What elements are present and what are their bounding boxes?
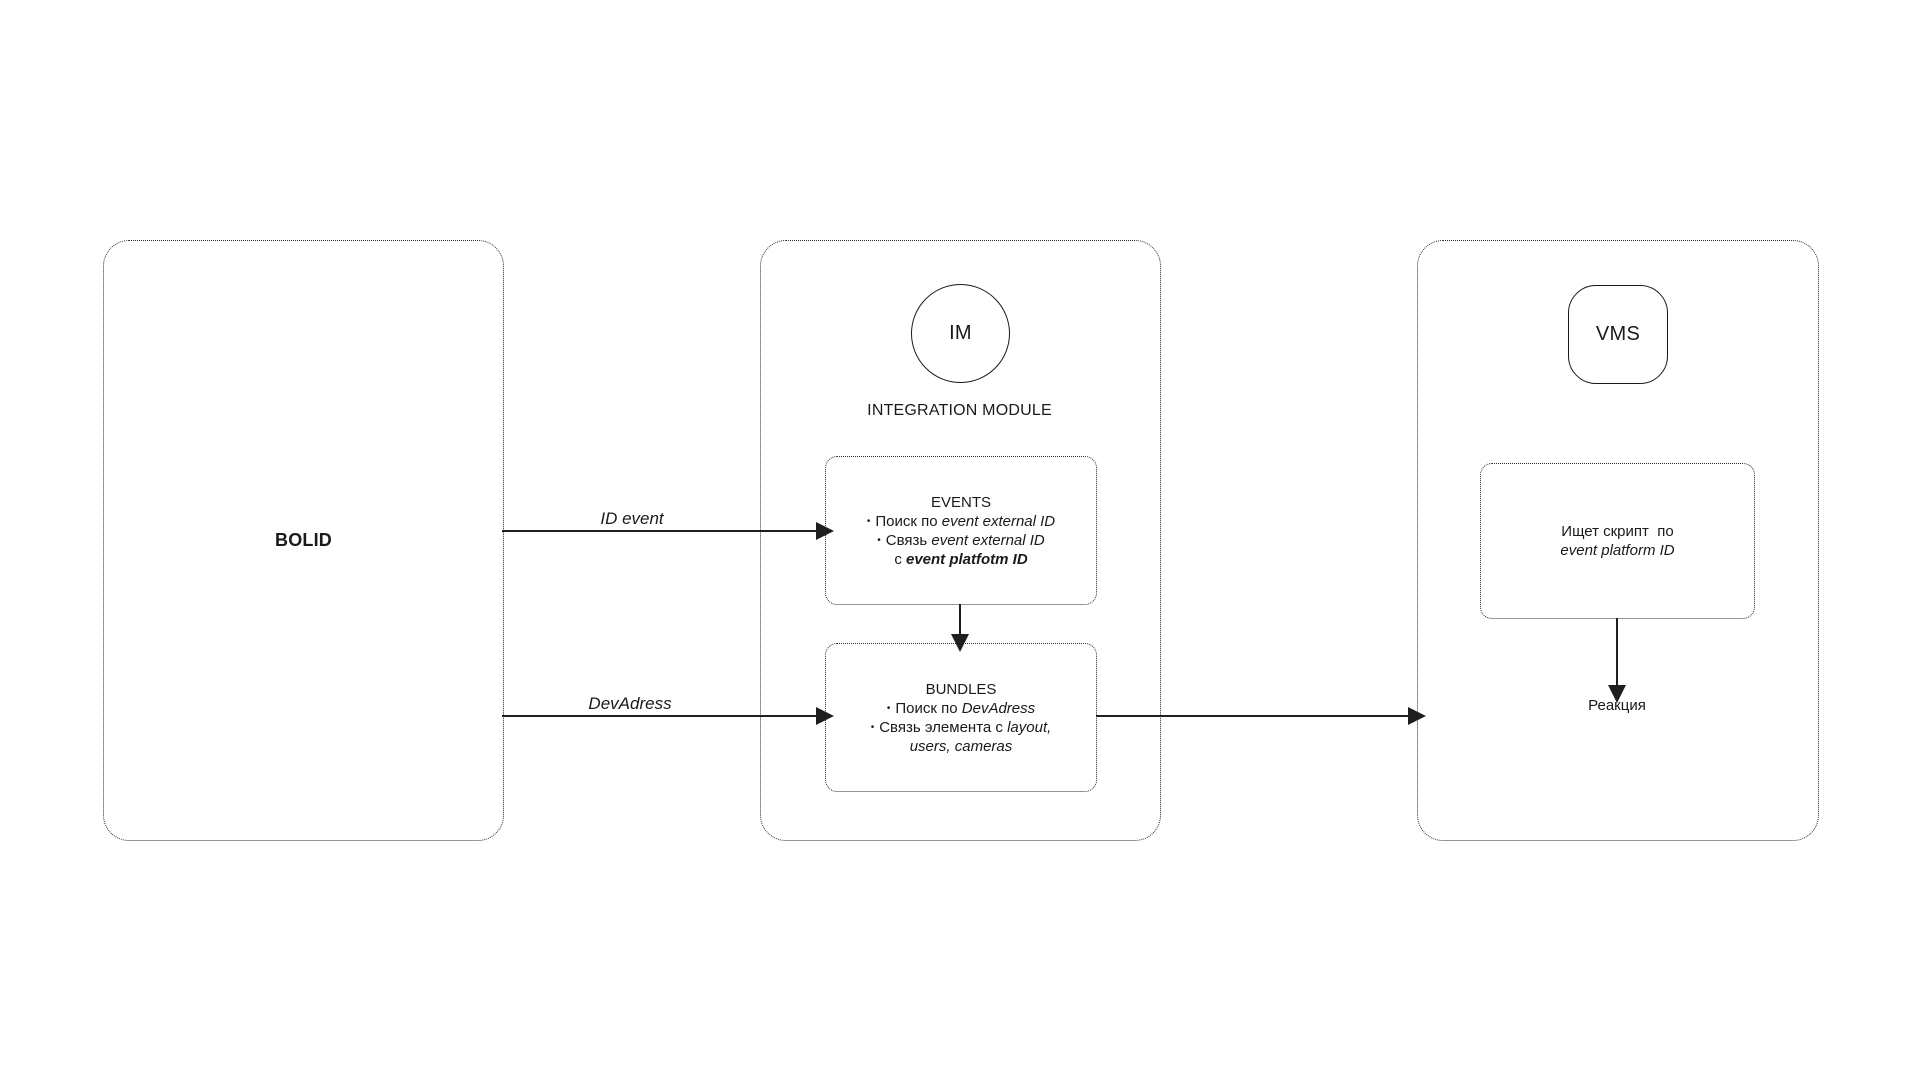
bundles-continuation: users, cameras: [909, 737, 1013, 755]
im-badge-circle: IM: [911, 284, 1010, 383]
reaction-label: Реакция: [1588, 697, 1646, 714]
devadress-flow-label: DevAdress: [588, 694, 672, 713]
script-line-2: event platform ID: [1560, 542, 1675, 559]
id-event-flow-label: ID event: [600, 509, 664, 528]
bullet-dot: •: [870, 721, 875, 733]
bullet-dot: •: [877, 534, 881, 546]
im-badge-label: IM: [949, 322, 972, 344]
integration-module-title: INTEGRATION MODULE: [867, 402, 1052, 419]
events-continuation: с event platfotm ID: [894, 550, 1028, 568]
bundles-box: BUNDLES •Поиск по DevAdress •Связь элеме…: [825, 643, 1097, 792]
bundles-bullet-1: •Поиск по DevAdress: [886, 699, 1036, 717]
bullet-dot: •: [886, 702, 891, 714]
events-bullet-2: •Связь event external ID: [877, 531, 1045, 549]
vms-badge-label: VMS: [1595, 323, 1641, 345]
vms-badge-square: VMS: [1568, 285, 1668, 384]
events-bullet-1: •Поиск по event external ID: [866, 512, 1056, 530]
bundles-title: BUNDLES: [925, 680, 997, 698]
bullet-dot: •: [866, 515, 871, 527]
bolid-title: BOLID: [275, 530, 332, 550]
events-title: EVENTS: [930, 493, 991, 511]
script-box: Ищет скрипт по event platform ID: [1480, 463, 1755, 619]
bundles-bullet-2: •Связь элемента с layout,: [870, 718, 1052, 736]
script-line-1: Ищет скрипт по: [1561, 523, 1674, 540]
events-box: EVENTS •Поиск по event external ID •Связ…: [825, 456, 1097, 605]
bolid-container: BOLID: [103, 240, 504, 841]
